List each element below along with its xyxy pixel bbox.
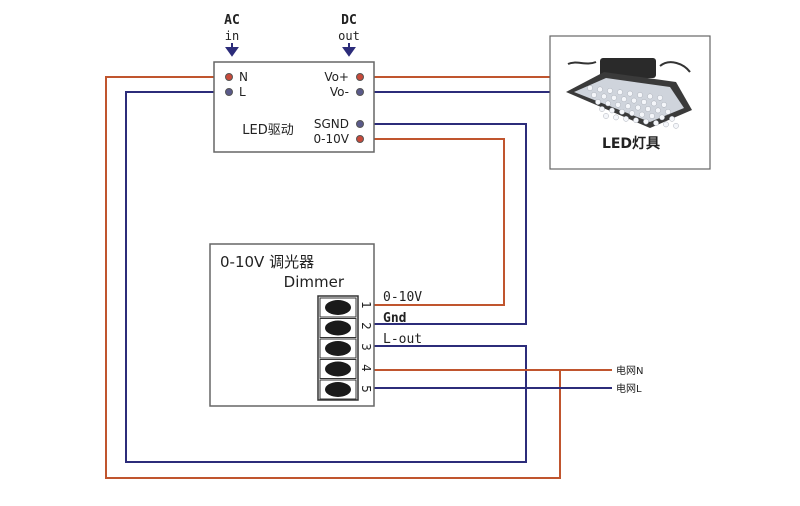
led-dot	[613, 114, 619, 121]
led-dot	[659, 114, 665, 121]
terminal-sgnd	[356, 120, 364, 128]
led-dot	[607, 88, 613, 94]
led-dot	[673, 123, 679, 129]
led-dot	[645, 106, 651, 112]
driver-box	[213, 61, 375, 153]
terminal-screw	[325, 361, 351, 377]
led-dot	[601, 93, 607, 100]
ac-sub-label: in	[225, 29, 239, 43]
led-driver: N L Vo+ Vo- SGND 0-10V LED驱动	[213, 61, 375, 153]
led-dot	[633, 117, 639, 123]
led-dot	[619, 109, 625, 115]
pin-labels: 0-10V Gnd L-out	[383, 290, 422, 347]
pin-label-l-out: L-out	[383, 332, 422, 347]
down-arrow-icon	[225, 43, 239, 57]
led-dot	[587, 85, 593, 91]
pin-label-010v: 0-10V	[383, 290, 422, 305]
pin-number-1: 1	[359, 301, 373, 309]
led-dot	[625, 103, 631, 109]
led-dot	[615, 102, 621, 108]
led-dot	[665, 109, 671, 115]
led-dot	[669, 116, 675, 122]
led-dot	[617, 89, 623, 95]
led-dot	[639, 111, 645, 118]
dc-sub-label: out	[338, 29, 360, 43]
led-dot	[621, 96, 627, 102]
led-dot	[599, 106, 605, 112]
ac-label: AC	[224, 13, 240, 28]
terminal-screw	[325, 320, 351, 336]
terminal-vo-minus-label: Vo-	[330, 85, 349, 99]
led-dot	[609, 107, 615, 114]
fixture-label: LED灯具	[602, 135, 660, 152]
pin-number-2: 2	[359, 322, 373, 330]
pin-number-3: 3	[359, 343, 373, 351]
pin-number-5: 5	[359, 385, 373, 393]
terminal-slots	[319, 297, 357, 400]
led-dot	[597, 86, 603, 93]
led-fixture-icon	[566, 58, 692, 129]
terminal-sgnd-label: SGND	[314, 117, 349, 131]
dimmer-title: 0-10V 调光器	[220, 253, 314, 271]
wire-010v	[360, 138, 505, 306]
pin-number-4: 4	[359, 364, 373, 372]
led-dot	[657, 95, 663, 101]
led-dot	[631, 97, 637, 104]
driver-top-labels: AC in DC out	[224, 13, 360, 57]
down-arrow-icon	[342, 43, 356, 57]
mains-n-label: 电网N	[616, 364, 643, 377]
led-dot	[643, 118, 649, 125]
terminal-n	[225, 73, 233, 81]
terminal-l-label: L	[239, 85, 246, 99]
led-dot	[637, 92, 643, 98]
led-dot	[595, 99, 601, 105]
terminal-vo-minus	[356, 88, 364, 96]
led-dot	[647, 93, 653, 100]
wire-mains-n	[105, 76, 612, 479]
led-dot	[627, 90, 633, 97]
dimmer-subtitle: Dimmer	[284, 273, 345, 291]
led-dot	[661, 102, 667, 108]
wires	[105, 76, 612, 479]
dimmer: 0-10V 调光器 Dimmer 1 2 3 4 5	[209, 243, 375, 407]
dc-label: DC	[341, 13, 357, 28]
led-dot	[591, 92, 597, 98]
led-dot	[653, 120, 659, 126]
led-dot	[623, 116, 629, 122]
led-dot	[611, 95, 617, 101]
led-dot	[641, 99, 647, 105]
led-dot	[651, 100, 657, 107]
terminal-vo-plus	[356, 73, 364, 81]
driver-title: LED驱动	[242, 123, 293, 138]
terminal-screw	[325, 382, 351, 397]
pin-numbers: 1 2 3 4 5	[359, 301, 373, 393]
terminal-screw	[325, 300, 351, 315]
pin-label-gnd: Gnd	[383, 311, 406, 326]
led-dot	[663, 121, 669, 128]
mains-labels: 电网N 电网L	[616, 364, 643, 395]
led-dot	[655, 107, 661, 114]
led-dot	[635, 104, 641, 111]
led-dot	[603, 113, 609, 119]
terminal-010v	[356, 135, 364, 143]
terminal-010v-label: 0-10V	[314, 132, 350, 146]
terminal-n-label: N	[239, 70, 248, 84]
terminal-block	[317, 295, 359, 401]
led-fixture: LED灯具	[549, 35, 711, 170]
wire-l-out	[125, 91, 527, 463]
mains-l-label: 电网L	[616, 382, 642, 395]
led-dot	[629, 110, 635, 116]
terminal-vo-plus-label: Vo+	[324, 70, 349, 84]
wire-sgnd	[360, 123, 527, 325]
led-dot	[605, 100, 611, 107]
terminal-l	[225, 88, 233, 96]
terminal-screw	[325, 341, 351, 356]
led-dot	[649, 113, 655, 119]
